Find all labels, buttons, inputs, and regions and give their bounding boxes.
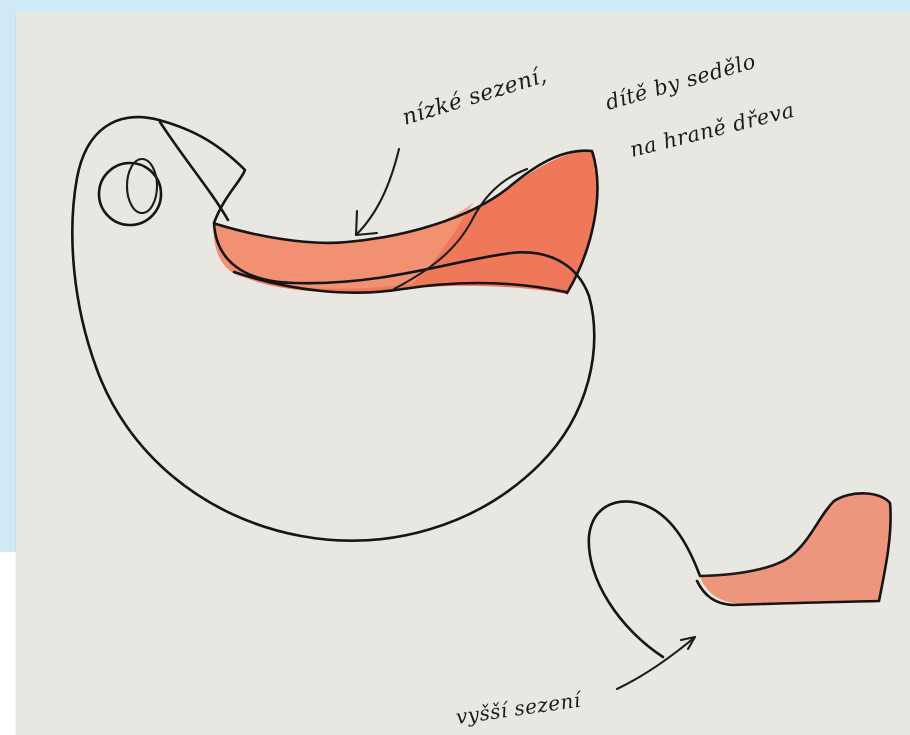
top-note-part3: na hraně dřeva [627, 98, 797, 162]
main-sketch [72, 117, 597, 540]
secondary-annotation-arrow-shaft [617, 637, 695, 689]
secondary-sketch [589, 493, 891, 689]
main-annotation-arrow-shaft [356, 149, 399, 235]
top-note-part2: dítě by sedělo [603, 49, 759, 115]
bottom-note: vyšší sezení [454, 687, 584, 729]
main-handle-hole-inner [127, 159, 157, 213]
main-inner-back-line [160, 122, 228, 220]
top-note-part1: nízké sezení, [399, 63, 550, 131]
secondary-seat-fill [700, 493, 890, 604]
